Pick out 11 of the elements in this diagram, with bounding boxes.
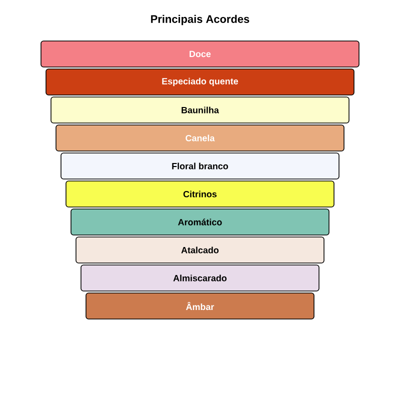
funnel-band: Âmbar xyxy=(86,292,314,320)
funnel-band: Doce xyxy=(40,40,360,68)
funnel-band: Especiado quente xyxy=(46,68,354,96)
funnel-band: Citrinos xyxy=(66,180,334,208)
title: Principais Acordes xyxy=(151,14,250,26)
funnel-band: Atalcado xyxy=(76,236,324,264)
funnel-band: Aromático xyxy=(70,208,330,236)
funnel-band: Baunilha xyxy=(50,96,350,124)
funnel-band: Canela xyxy=(56,124,344,152)
funnel-band: Almiscarado xyxy=(80,264,320,292)
funnel-band: Floral branco xyxy=(60,152,340,180)
